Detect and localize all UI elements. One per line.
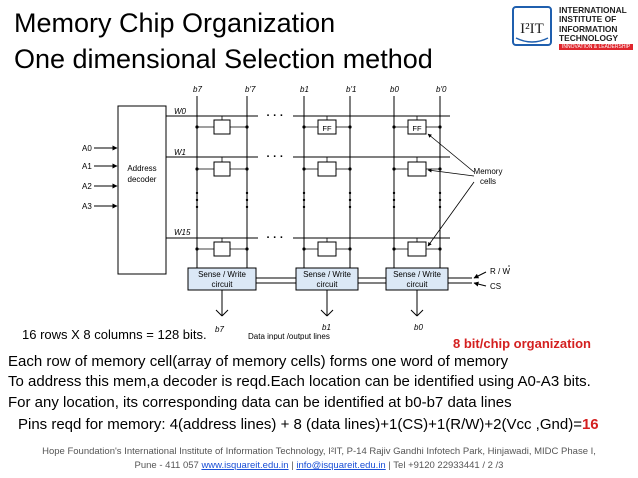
svg-text:circuit: circuit (317, 280, 339, 289)
rows-columns-note: 16 rows X 8 columns = 128 bits. (22, 327, 207, 342)
vertical-continuation-dots (195, 191, 442, 209)
address-input-a1: A1 (82, 162, 92, 171)
footer-contact: Pune - 411 057 www.isquareit.edu.in | in… (134, 460, 504, 471)
memory-cells-label-line-2: cells (480, 177, 496, 186)
bit-line-label-b1: b1 (300, 85, 309, 94)
row-ellipsis-3: · · · (266, 232, 283, 244)
body-line-3: For any location, its corresponding data… (8, 394, 512, 411)
title-line-2: One dimensional Selection method (14, 44, 433, 74)
svg-text:circuit: circuit (407, 280, 429, 289)
svg-text:circuit: circuit (212, 280, 234, 289)
bit-line-label-b0: b0 (390, 85, 399, 94)
control-lines (256, 277, 472, 284)
sense-write-label-b1: Sense / Write (303, 270, 351, 279)
address-input-a3: A3 (82, 202, 92, 211)
svg-text:I²IT: I²IT (520, 21, 544, 37)
body-line-1: Each row of memory cell(array of memory … (8, 353, 509, 370)
body-line-2: To address this mem,a decoder is reqd.Ea… (8, 373, 591, 390)
address-input-arrows (94, 145, 118, 209)
pins-formula: Pins reqd for memory: 4(address lines) +… (18, 416, 582, 433)
sense-write-label-b0: Sense / Write (393, 270, 441, 279)
ff-label-b1: FF (322, 124, 332, 133)
data-io-label: Data input /output lines (248, 332, 330, 340)
address-decoder-block (117, 105, 167, 275)
memory-organization-diagram: b7 b'7 b1 b'1 b0 b'0 Address decoder A0 … (82, 85, 510, 340)
institute-tagline: INNOVATION & LEADERSHIP (559, 44, 634, 50)
word-line-label-w0: W0 (174, 107, 187, 116)
junction-dots (195, 125, 442, 251)
bit-lines (196, 96, 441, 268)
footer-address: Hope Foundation's International Institut… (42, 446, 596, 457)
word-line-label-w15: W15 (174, 228, 191, 237)
i2it-emblem-icon: I²IT (512, 6, 552, 46)
bit-line-label-b7-bar: b'7 (245, 85, 256, 94)
memory-cells-label-line-1: Memory (474, 167, 503, 176)
bit-line-label-b7: b7 (193, 85, 202, 94)
address-input-a2: A2 (82, 182, 92, 191)
word-line-label-w1: W1 (174, 148, 186, 157)
control-input-cs: CS (490, 282, 501, 291)
body-line-4: Pins reqd for memory: 4(address lines) +… (18, 416, 599, 434)
data-io-lines (215, 290, 424, 317)
data-bit-label-b7: b7 (215, 325, 224, 334)
row-ellipsis-1: · · · (266, 110, 283, 122)
footer-email-link[interactable]: info@isquareit.edu.in (296, 460, 386, 471)
row-ellipsis-2: · · · (266, 151, 283, 163)
cell-connections (197, 116, 440, 250)
memory-cells-pointers (427, 133, 475, 247)
chip-organization-note: 8 bit/chip organization (453, 336, 591, 351)
sense-write-circuits (187, 267, 449, 291)
decoder-label-line-2: decoder (128, 175, 157, 184)
word-lines (166, 115, 450, 239)
control-input-rw: R / W (490, 267, 510, 276)
data-bit-label-b0: b0 (414, 323, 423, 332)
institute-logo: I²IT INTERNATIONAL INSTITUTE OF INFORMAT… (510, 4, 634, 50)
sense-write-label-b7: Sense / Write (198, 270, 246, 279)
bit-line-label-b1-bar: b'1 (346, 85, 356, 94)
footer-website-link[interactable]: www.isquareit.edu.in (201, 460, 289, 471)
address-input-a0: A0 (82, 144, 92, 153)
decoder-label-line-1: Address (127, 164, 156, 173)
bit-line-label-b0-bar: b'0 (436, 85, 447, 94)
title-line-1: Memory Chip Organization (14, 8, 336, 38)
institute-name: INTERNATIONAL INSTITUTE OF INFORMATION T… (559, 5, 627, 44)
data-bit-label-b1: b1 (322, 323, 331, 332)
ff-label-b0: FF (412, 124, 422, 133)
pins-total: 16 (581, 416, 599, 433)
